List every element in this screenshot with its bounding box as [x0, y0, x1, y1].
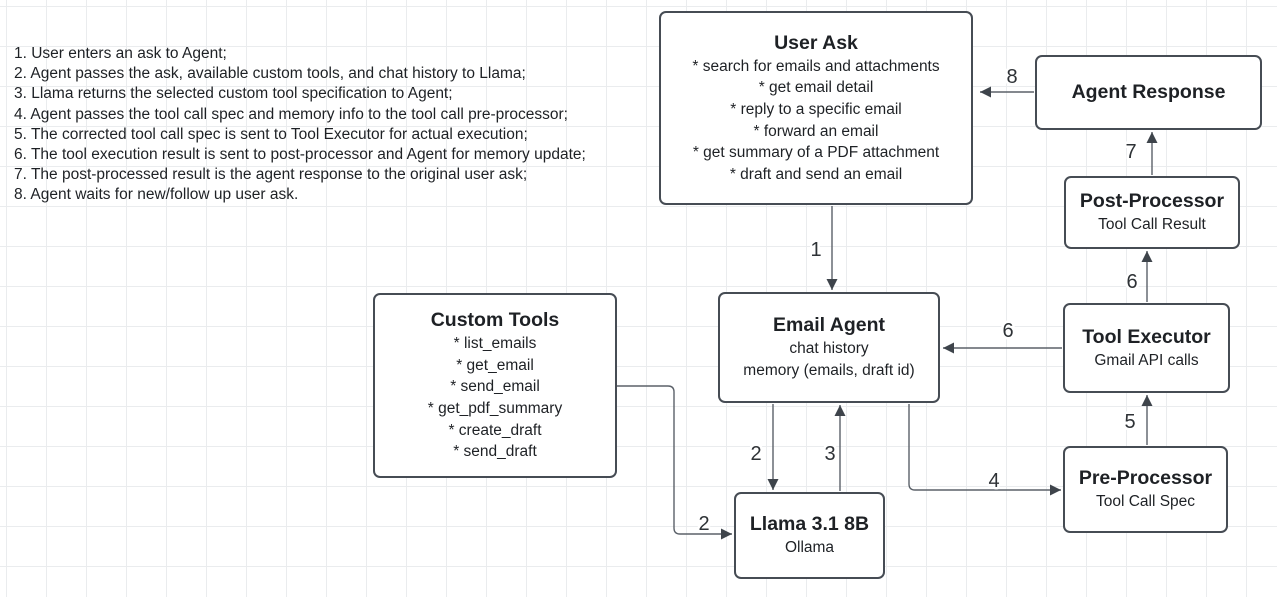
node-tool-executor-subtitle: Gmail API calls	[1094, 351, 1199, 369]
node-custom-tools-item: * send_draft	[453, 443, 537, 461]
edge-custom-tools-to-llama	[617, 385, 732, 540]
node-custom-tools-item: * send_email	[450, 378, 540, 396]
step-2: 2. Agent passes the ask, available custo…	[14, 65, 526, 83]
node-post-processor-subtitle: Tool Call Result	[1098, 216, 1206, 234]
step-4: 4. Agent passes the tool call spec and m…	[14, 105, 568, 123]
node-email-agent-item: memory (emails, draft id)	[743, 362, 915, 379]
node-llama-title: Llama 3.1 8B	[749, 513, 870, 536]
node-email-agent-title: Email Agent	[773, 314, 885, 337]
node-custom-tools-item: * create_draft	[448, 421, 542, 439]
node-agent-response: Agent Response	[1035, 55, 1262, 130]
node-post-processor-title: Post-Processor	[1079, 190, 1225, 213]
node-tool-executor-title: Tool Executor	[1082, 325, 1211, 348]
step-6: 6. The tool execution result is sent to …	[14, 146, 586, 164]
node-agent-response-title: Agent Response	[1071, 81, 1226, 103]
edge-email-agent-to-pre-processor	[908, 404, 1061, 496]
node-email-agent-item: chat history	[789, 340, 869, 358]
node-post-processor: Post-Processor Tool Call Result	[1064, 176, 1240, 249]
edge-label-6b: 6	[1002, 320, 1013, 342]
edge-label-6a: 6	[1126, 271, 1137, 293]
node-user-ask-item: * get email detail	[758, 79, 874, 97]
node-user-ask-title: User Ask	[774, 31, 858, 54]
node-custom-tools: Custom Tools * list_emails * get_email *…	[373, 293, 617, 478]
node-custom-tools-item: * list_emails	[453, 335, 537, 353]
node-user-ask-item: * get summary of a PDF attachment	[692, 144, 940, 162]
node-pre-processor-title: Pre-Processor	[1078, 467, 1213, 490]
step-7: 7. The post-processed result is the agen…	[14, 166, 528, 184]
edge-label-7: 7	[1125, 141, 1136, 163]
step-3: 3. Llama returns the selected custom too…	[14, 85, 453, 103]
node-custom-tools-item: * get_pdf_summary	[427, 400, 563, 417]
edge-label-5: 5	[1124, 411, 1135, 433]
edge-label-2b: 2	[698, 513, 709, 535]
edge-label-3: 3	[824, 443, 835, 465]
node-custom-tools-item: * get_email	[456, 356, 534, 374]
node-tool-executor: Tool Executor Gmail API calls	[1063, 303, 1230, 393]
node-custom-tools-title: Custom Tools	[430, 309, 560, 332]
node-user-ask-item: * draft and send an email	[729, 165, 903, 183]
edge-label-4: 4	[988, 470, 999, 492]
step-1: 1. User enters an ask to Agent;	[14, 45, 227, 62]
edge-label-1: 1	[810, 239, 821, 261]
edge-label-2: 2	[750, 443, 761, 465]
node-user-ask-item: * reply to a specific email	[730, 100, 902, 118]
node-email-agent: Email Agent chat history memory (emails,…	[718, 292, 940, 403]
steps-list: 1. User enters an ask to Agent; 2. Agent…	[14, 44, 586, 206]
node-llama: Llama 3.1 8B Ollama	[734, 492, 885, 579]
node-user-ask-item: * search for emails and attachments	[692, 57, 940, 75]
edge-label-8: 8	[1006, 66, 1017, 88]
step-8: 8. Agent waits for new/follow up user as…	[14, 186, 299, 204]
node-llama-subtitle: Ollama	[784, 539, 835, 557]
node-user-ask-item: * forward an email	[753, 122, 879, 140]
node-pre-processor-subtitle: Tool Call Spec	[1095, 493, 1196, 511]
node-user-ask: User Ask * search for emails and attachm…	[659, 11, 973, 205]
node-pre-processor: Pre-Processor Tool Call Spec	[1063, 446, 1228, 533]
step-5: 5. The corrected tool call spec is sent …	[14, 125, 528, 143]
